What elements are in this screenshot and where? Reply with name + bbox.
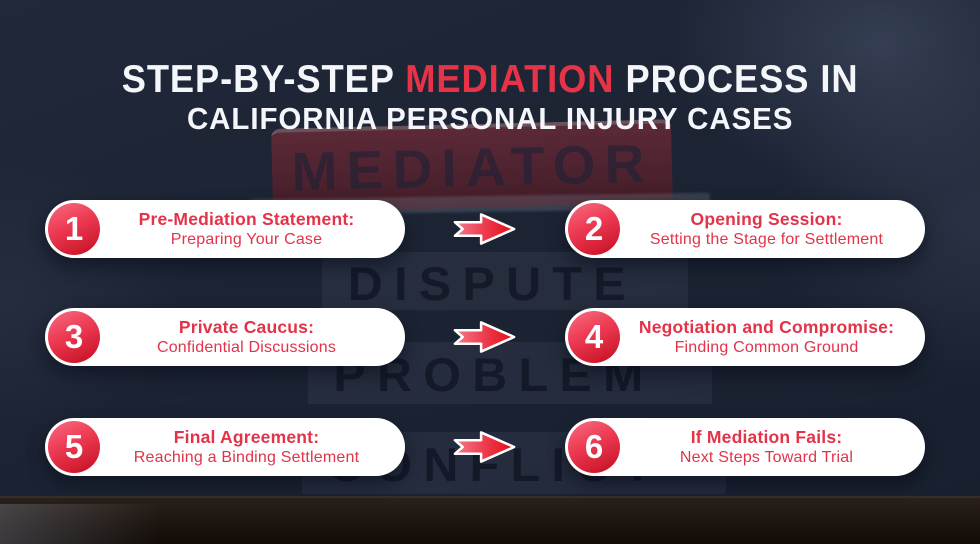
step-subheading: Reaching a Binding Settlement (133, 448, 360, 466)
step-card-4: 4 Negotiation and Compromise: Finding Co… (565, 308, 925, 366)
title-prefix: STEP-BY-STEP (121, 58, 406, 101)
step-subheading: Setting the Stage for Settlement (649, 230, 884, 248)
step-number-badge: 3 (48, 311, 100, 363)
step-subheading: Confidential Discussions (156, 338, 337, 356)
step-number-badge: 6 (568, 421, 620, 473)
background-word-dispute: DISPUTE (347, 257, 637, 310)
title-line-1: STEP-BY-STEP MEDIATION PROCESS IN (122, 58, 859, 102)
mediator-sign-text: MEDIATOR (290, 133, 654, 203)
title-line-2: CALIFORNIA PERSONAL INJURY CASES (0, 100, 980, 137)
title-highlight: MEDIATION (405, 58, 615, 101)
wood-table-front (0, 496, 980, 544)
step-text: Opening Session: Setting the Stage for S… (620, 209, 925, 250)
arrow-right-icon (453, 431, 516, 463)
step-number-badge: 5 (48, 421, 100, 473)
step-card-2: 2 Opening Session: Setting the Stage for… (565, 200, 925, 258)
step-heading: Final Agreement: (173, 426, 320, 447)
title-suffix: PROCESS IN (614, 58, 859, 101)
step-card-1: 1 Pre-Mediation Statement: Preparing You… (45, 200, 405, 258)
step-card-6: 6 If Mediation Fails: Next Steps Toward … (565, 418, 925, 476)
title-line-2-text: CALIFORNIA PERSONAL INJURY CASES (186, 100, 794, 136)
step-number-badge: 1 (48, 203, 100, 255)
step-subheading: Finding Common Ground (674, 338, 859, 356)
step-heading: Opening Session: (690, 208, 843, 229)
table-corner-highlight (0, 504, 160, 544)
step-text: Pre-Mediation Statement: Preparing Your … (100, 209, 405, 250)
step-number-badge: 4 (568, 311, 620, 363)
step-number-badge: 2 (568, 203, 620, 255)
step-text: Private Caucus: Confidential Discussions (100, 317, 405, 358)
arrow-right-icon (453, 321, 516, 353)
step-heading: Negotiation and Compromise: (638, 316, 895, 337)
page-title: STEP-BY-STEP MEDIATION PROCESS IN CALIFO… (0, 58, 980, 136)
step-text: If Mediation Fails: Next Steps Toward Tr… (620, 427, 925, 468)
step-heading: Pre-Mediation Statement: (138, 208, 355, 229)
step-card-3: 3 Private Caucus: Confidential Discussio… (45, 308, 405, 366)
step-text: Final Agreement: Reaching a Binding Sett… (100, 427, 405, 468)
step-card-5: 5 Final Agreement: Reaching a Binding Se… (45, 418, 405, 476)
step-subheading: Next Steps Toward Trial (679, 448, 854, 466)
step-text: Negotiation and Compromise: Finding Comm… (620, 317, 925, 358)
step-heading: If Mediation Fails: (690, 426, 843, 447)
step-heading: Private Caucus: (178, 316, 315, 337)
arrow-right-icon (453, 213, 516, 245)
wood-block-dispute (322, 252, 688, 310)
step-subheading: Preparing Your Case (170, 230, 323, 248)
